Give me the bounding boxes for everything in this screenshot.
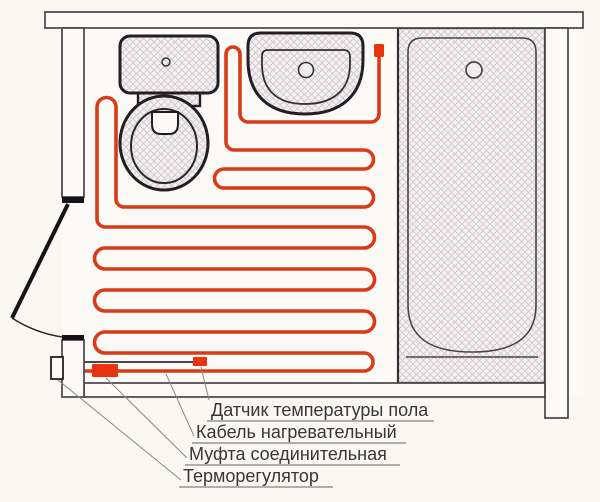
- door-jamb-lower: [62, 335, 84, 340]
- sink-drain: [297, 61, 315, 79]
- toilet-bowl-inner: [130, 108, 198, 184]
- label-heating-cable: Кабель нагревательный: [196, 422, 397, 442]
- callout-line-sensor: [200, 366, 210, 401]
- bathtub-inner: [407, 37, 537, 353]
- connection-coupling: [92, 364, 118, 377]
- label-connection-coupling: Муфта соединительная: [189, 444, 387, 464]
- bathtub-drain: [465, 61, 483, 79]
- wall-left-stub: [61, 339, 85, 398]
- callout-line-thermostat: [57, 379, 182, 481]
- door-swing-arc: [11, 317, 63, 338]
- wall-left-upper: [61, 27, 85, 198]
- cable-end-terminal: [374, 44, 384, 57]
- wall-bottom: [83, 382, 546, 398]
- door-jamb-upper: [62, 197, 84, 203]
- sink: [246, 31, 365, 116]
- toilet: [118, 34, 220, 192]
- callout-line-coupling: [105, 377, 188, 459]
- legend-labels: Датчик температуры пола Кабель нагревате…: [179, 400, 434, 488]
- label-floor-temperature-sensor: Датчик температуры пола: [211, 400, 429, 420]
- toilet-tank-button: [161, 57, 171, 67]
- heating-cable-path: [63, 45, 381, 373]
- wall-top: [44, 11, 584, 29]
- walls: [44, 11, 584, 419]
- callout-line-cable: [165, 373, 195, 437]
- sink-basin-inner: [261, 49, 351, 105]
- toilet-flush-detail: [151, 111, 179, 135]
- bathtub-outer: [396, 26, 547, 385]
- toilet-bowl: [118, 94, 210, 192]
- label-thermostat: Терморегулятор: [183, 466, 319, 486]
- bathtub: [396, 26, 547, 385]
- wall-right: [544, 27, 569, 419]
- callout-lines: [57, 366, 210, 481]
- door-leaf: [10, 203, 70, 319]
- floor-temperature-sensor: [193, 357, 207, 366]
- thermostat-unit: [50, 356, 64, 380]
